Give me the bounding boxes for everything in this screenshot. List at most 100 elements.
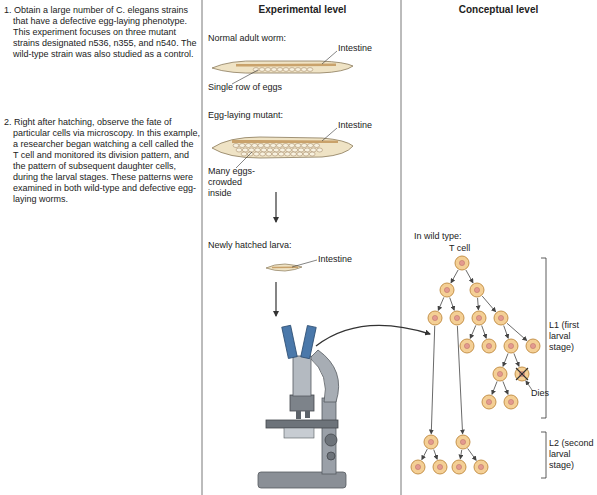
microscope	[293, 356, 311, 396]
egg-cluster	[298, 148, 304, 152]
cell	[470, 283, 484, 297]
column-divider	[202, 0, 401, 495]
cell	[411, 460, 425, 474]
mutant-worm	[212, 137, 353, 158]
cell	[440, 283, 454, 297]
step-text: 2. Right after hatching, observe the fat…	[4, 117, 200, 205]
cell	[482, 339, 496, 353]
egg-row	[295, 68, 301, 72]
down-arrow	[275, 282, 276, 316]
normal-worm	[236, 64, 336, 67]
cell	[411, 460, 425, 474]
egg-cluster	[278, 152, 284, 156]
stage-label: L1 (first larval stage)	[549, 320, 593, 353]
egg-cluster	[264, 144, 270, 148]
cell	[504, 395, 518, 409]
cell	[433, 460, 447, 474]
down-arrow	[275, 192, 276, 316]
cell	[456, 464, 461, 469]
egg-cluster	[272, 152, 278, 156]
lineage-arrow	[503, 381, 508, 394]
cell	[493, 367, 507, 381]
cell	[428, 311, 442, 325]
larva	[266, 264, 302, 271]
egg-cluster	[289, 144, 295, 148]
cell	[450, 311, 464, 325]
microscope	[266, 420, 338, 428]
cell	[530, 343, 535, 348]
egg-cluster	[285, 152, 291, 156]
microscope	[282, 325, 297, 358]
egg-row	[259, 68, 265, 72]
column-divider	[202, 0, 203, 495]
cell	[424, 435, 438, 449]
cell	[437, 464, 442, 469]
cell	[498, 315, 503, 320]
egg-row	[283, 68, 289, 72]
egg-cluster	[303, 152, 309, 156]
cell-label: T cell	[449, 243, 470, 254]
egg-cluster	[241, 152, 247, 156]
cell	[494, 311, 508, 325]
cell	[526, 339, 540, 353]
microscope	[322, 398, 336, 474]
lineage-arrow	[477, 298, 479, 310]
egg-cluster	[280, 148, 286, 152]
egg-cluster	[291, 152, 297, 156]
cell	[444, 287, 449, 292]
cell	[508, 399, 513, 404]
lineage-arrow	[514, 353, 519, 366]
egg-cluster	[301, 144, 307, 148]
cell	[508, 343, 513, 348]
down-arrow	[275, 192, 276, 222]
egg-row	[253, 68, 313, 72]
egg-cluster	[297, 152, 303, 156]
lineage-arrow	[422, 449, 427, 459]
egg-cluster	[277, 144, 283, 148]
part-label: Intestine	[338, 43, 372, 54]
cell	[504, 395, 518, 409]
cell	[526, 339, 540, 353]
column-divider	[401, 0, 402, 495]
lineage-arrow	[482, 326, 486, 338]
lineage-arrow	[482, 296, 495, 311]
lineage-arrow	[504, 326, 508, 338]
cell	[494, 311, 508, 325]
larva	[266, 264, 302, 271]
cell	[482, 395, 496, 409]
curved-arrow	[316, 325, 430, 346]
cell	[440, 283, 454, 297]
egg-cluster	[249, 148, 255, 152]
egg-cluster	[261, 148, 267, 152]
egg-cluster	[260, 152, 266, 156]
egg-cluster	[283, 144, 289, 148]
cell	[452, 460, 466, 474]
cell	[433, 460, 447, 474]
cell-fate-label: Dies	[531, 388, 549, 399]
egg-cluster	[295, 144, 301, 148]
cell	[497, 371, 502, 376]
cell	[504, 339, 518, 353]
microscope	[327, 452, 335, 460]
column-heading: Experimental level	[205, 4, 400, 15]
leader-line	[322, 51, 337, 64]
cell	[474, 460, 488, 474]
egg-cluster	[304, 148, 310, 152]
cell	[456, 435, 470, 449]
egg-cluster	[286, 148, 292, 152]
cell	[455, 256, 469, 270]
figure-label: In wild type:	[414, 231, 462, 242]
egg-row	[307, 68, 313, 72]
figure-label: Egg-laying mutant:	[208, 110, 283, 121]
cell	[455, 256, 469, 270]
cell	[424, 435, 438, 449]
cell	[493, 367, 507, 381]
egg-cluster	[242, 148, 248, 152]
part-label: Many eggs- crowded inside	[208, 166, 268, 199]
cell	[460, 439, 465, 444]
leader-line	[236, 152, 252, 168]
cell	[452, 460, 466, 474]
stage-bracket	[541, 432, 546, 478]
cell	[478, 464, 483, 469]
